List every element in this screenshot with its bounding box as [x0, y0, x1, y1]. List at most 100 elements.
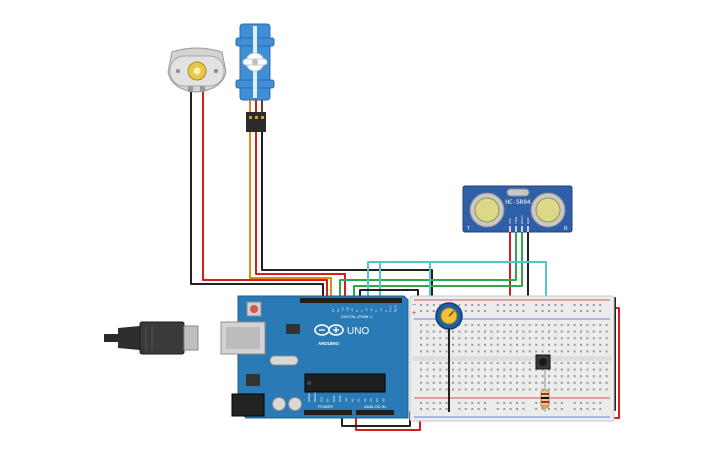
breadboard-hole[interactable] [516, 330, 518, 333]
rail-hole[interactable] [548, 310, 550, 312]
breadboard-hole[interactable] [458, 381, 461, 384]
breadboard-hole[interactable] [516, 362, 518, 364]
breadboard-hole[interactable] [541, 368, 544, 371]
rail-hole[interactable] [503, 310, 506, 312]
rail-hole[interactable] [496, 402, 499, 404]
breadboard-hole[interactable] [452, 330, 454, 333]
rail-hole[interactable] [522, 402, 525, 404]
breadboard-hole[interactable] [452, 381, 454, 384]
breadboard-hole[interactable] [464, 388, 467, 391]
breadboard-hole[interactable] [452, 362, 454, 364]
rail-hole[interactable] [535, 304, 538, 306]
rail-hole[interactable] [432, 408, 435, 410]
breadboard-hole[interactable] [432, 388, 435, 391]
breadboard-hole[interactable] [567, 381, 570, 384]
breadboard-hole[interactable] [554, 368, 557, 371]
breadboard-hole[interactable] [426, 350, 429, 353]
breadboard-hole[interactable] [599, 362, 602, 364]
breadboard-hole[interactable] [464, 337, 467, 340]
breadboard-hole[interactable] [592, 337, 595, 340]
breadboard-hole[interactable] [516, 368, 518, 371]
rail-hole[interactable] [477, 402, 480, 404]
breadboard-hole[interactable] [484, 337, 486, 340]
sensor-wire-trig[interactable] [339, 231, 517, 301]
breadboard-hole[interactable] [503, 337, 506, 340]
breadboard-hole[interactable] [599, 343, 602, 346]
breadboard-hole[interactable] [573, 350, 576, 353]
breadboard-hole[interactable] [605, 362, 608, 364]
rail-hole[interactable] [516, 310, 518, 312]
breadboard-hole[interactable] [426, 362, 429, 364]
breadboard-hole[interactable] [477, 381, 480, 384]
breadboard-hole[interactable] [426, 337, 429, 340]
breadboard-hole[interactable] [560, 368, 563, 371]
breadboard-hole[interactable] [541, 324, 544, 326]
breadboard-hole[interactable] [567, 388, 570, 391]
breadboard-hole[interactable] [496, 368, 499, 371]
rail-hole[interactable] [420, 304, 422, 306]
breadboard-hole[interactable] [452, 368, 454, 371]
rail-hole[interactable] [471, 408, 474, 410]
rail-hole[interactable] [522, 310, 525, 312]
breadboard-hole[interactable] [490, 375, 493, 378]
breadboard-hole[interactable] [554, 343, 557, 346]
breadboard-hole[interactable] [432, 381, 435, 384]
rail-hole[interactable] [535, 408, 538, 410]
breadboard-hole[interactable] [496, 350, 499, 353]
breadboard-hole[interactable] [471, 375, 474, 378]
rail-hole[interactable] [592, 402, 595, 404]
breadboard-hole[interactable] [541, 337, 544, 340]
breadboard-hole[interactable] [528, 330, 531, 333]
breadboard-hole[interactable] [567, 330, 570, 333]
breadboard-hole[interactable] [426, 330, 429, 333]
rail-hole[interactable] [496, 310, 499, 312]
breadboard-hole[interactable] [496, 381, 499, 384]
rail-hole[interactable] [464, 402, 467, 404]
breadboard-hole[interactable] [560, 324, 563, 326]
breadboard-hole[interactable] [445, 368, 448, 371]
rail-hole[interactable] [599, 402, 602, 404]
rail-hole[interactable] [458, 408, 461, 410]
breadboard-hole[interactable] [599, 381, 602, 384]
breadboard-hole[interactable] [464, 324, 467, 326]
breadboard-hole[interactable] [586, 330, 589, 333]
breadboard-hole[interactable] [503, 362, 506, 364]
rail-hole[interactable] [586, 408, 589, 410]
breadboard-hole[interactable] [503, 343, 506, 346]
breadboard-hole[interactable] [484, 368, 486, 371]
breadboard-hole[interactable] [580, 324, 582, 326]
breadboard-hole[interactable] [516, 324, 518, 326]
breadboard-hole[interactable] [567, 324, 570, 326]
breadboard-hole[interactable] [420, 337, 422, 340]
rail-hole[interactable] [573, 402, 576, 404]
motor-wire-red[interactable] [202, 89, 328, 301]
breadboard-hole[interactable] [573, 324, 576, 326]
breadboard-hole[interactable] [496, 375, 499, 378]
rail-hole[interactable] [503, 408, 506, 410]
breadboard-hole[interactable] [599, 324, 602, 326]
breadboard-hole[interactable] [503, 350, 506, 353]
rail-hole[interactable] [554, 408, 557, 410]
breadboard-hole[interactable] [490, 324, 493, 326]
breadboard-hole[interactable] [580, 337, 582, 340]
rail-hole[interactable] [496, 304, 499, 306]
breadboard-hole[interactable] [484, 343, 486, 346]
breadboard-hole[interactable] [484, 362, 486, 364]
arduino-uno[interactable]: UNO ARDUINO DIGITAL (PWM~) POWER ANALOG … [220, 295, 409, 419]
rail-hole[interactable] [477, 408, 480, 410]
breadboard-hole[interactable] [522, 368, 525, 371]
breadboard-hole[interactable] [605, 343, 608, 346]
breadboard-hole[interactable] [503, 324, 506, 326]
rail-hole[interactable] [599, 310, 602, 312]
breadboard-hole[interactable] [573, 330, 576, 333]
breadboard-hole[interactable] [509, 337, 512, 340]
breadboard-hole[interactable] [496, 343, 499, 346]
breadboard-hole[interactable] [586, 375, 589, 378]
breadboard-hole[interactable] [484, 375, 486, 378]
rail-hole[interactable] [496, 408, 499, 410]
breadboard-hole[interactable] [548, 381, 550, 384]
breadboard-hole[interactable] [464, 375, 467, 378]
breadboard-hole[interactable] [522, 362, 525, 364]
rail-hole[interactable] [464, 310, 467, 312]
breadboard-hole[interactable] [580, 343, 582, 346]
